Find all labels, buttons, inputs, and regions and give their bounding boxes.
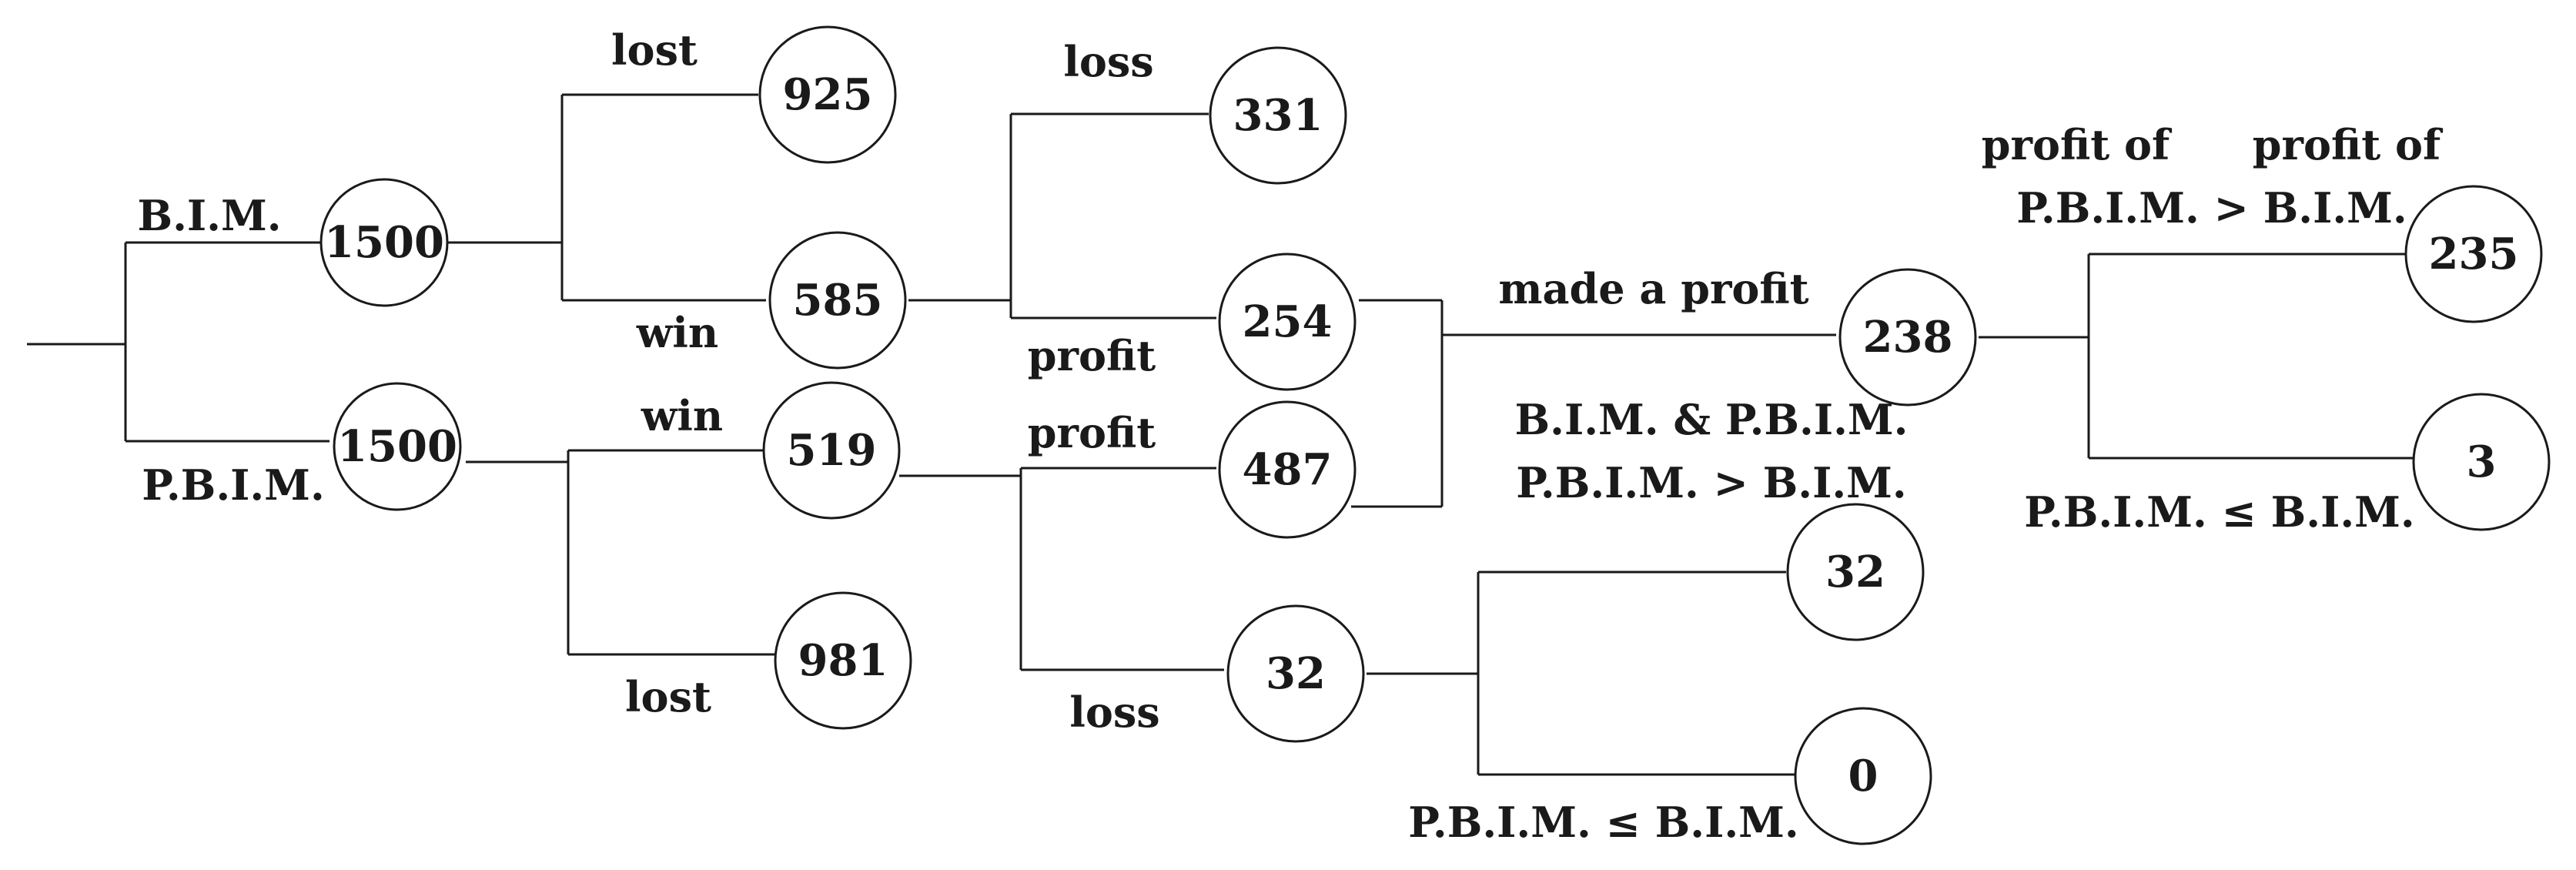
node-made-profit: 238 [1838, 268, 1977, 407]
node-pbim-win-value: 519 [787, 425, 877, 476]
node-bim-profit-value: 254 [1243, 296, 1333, 347]
label-win-top: win [636, 308, 718, 357]
label-pbim-le-bim-right: P.B.I.M. ≤ B.I.M. [2024, 487, 2414, 537]
node-pbim-lost: 981 [774, 591, 912, 730]
node-profit-gt-value: 235 [2429, 229, 2519, 279]
node-bim-win: 585 [768, 231, 907, 370]
label-made-a-profit: made a profit [1498, 264, 1808, 313]
node-loss-gt-value: 32 [1825, 547, 1885, 597]
label-profit-of-left: profit of [1982, 120, 2173, 169]
label-pbim: P.B.I.M. [142, 460, 325, 510]
node-bim-root-value: 1500 [324, 217, 444, 268]
node-bim-lost-value: 925 [783, 69, 873, 120]
label-pbim-gt-bim-right: P.B.I.M. > B.I.M. [2016, 183, 2407, 233]
label-profit-bottom: profit [1028, 408, 1156, 457]
label-profit-top: profit [1028, 331, 1156, 380]
label-profit-of-right: profit of [2253, 120, 2444, 169]
node-made-profit-value: 238 [1863, 312, 1953, 363]
label-bim: B.I.M. [137, 191, 281, 240]
node-bim-win-value: 585 [793, 275, 883, 326]
node-bim-root: 1500 [319, 178, 449, 307]
label-loss-bottom: loss [1069, 688, 1159, 737]
node-pbim-profit-value: 487 [1243, 444, 1333, 495]
node-bim-lost: 925 [758, 25, 897, 164]
node-bim-loss: 331 [1209, 46, 1347, 185]
node-pbim-profit: 487 [1218, 400, 1357, 539]
node-loss-le-value: 0 [1848, 751, 1878, 801]
node-pbim-loss: 32 [1226, 604, 1365, 743]
label-pbim-le-bim-bottom: P.B.I.M. ≤ B.I.M. [1408, 798, 1798, 847]
label-pbim-gt-bim-mid: P.B.I.M. > B.I.M. [1516, 458, 1906, 507]
label-loss-top: loss [1063, 37, 1153, 86]
edge-labels: B.I.M. P.B.I.M. lost win win lost loss p… [137, 25, 2444, 847]
label-lost-top: lost [611, 25, 698, 75]
node-pbim-win: 519 [762, 381, 901, 520]
node-pbim-lost-value: 981 [798, 635, 888, 686]
node-profit-le: 3 [2412, 393, 2551, 531]
node-loss-gt: 32 [1786, 503, 1925, 641]
tree-edges [27, 93, 2414, 776]
tree-nodes: 1500 1500 925 585 519 981 331 254 [319, 25, 2551, 845]
label-both-profit: B.I.M. & P.B.I.M. [1515, 395, 1909, 444]
node-profit-le-value: 3 [2467, 437, 2497, 487]
node-pbim-root-value: 1500 [337, 421, 457, 472]
node-loss-le: 0 [1794, 707, 1932, 845]
node-pbim-loss-value: 32 [1266, 648, 1326, 699]
node-bim-profit: 254 [1218, 253, 1357, 391]
node-bim-loss-value: 331 [1233, 90, 1323, 141]
node-profit-gt: 235 [2404, 185, 2543, 323]
node-pbim-root: 1500 [333, 382, 462, 511]
label-win-bottom: win [641, 391, 723, 440]
label-lost-bottom: lost [625, 672, 711, 721]
